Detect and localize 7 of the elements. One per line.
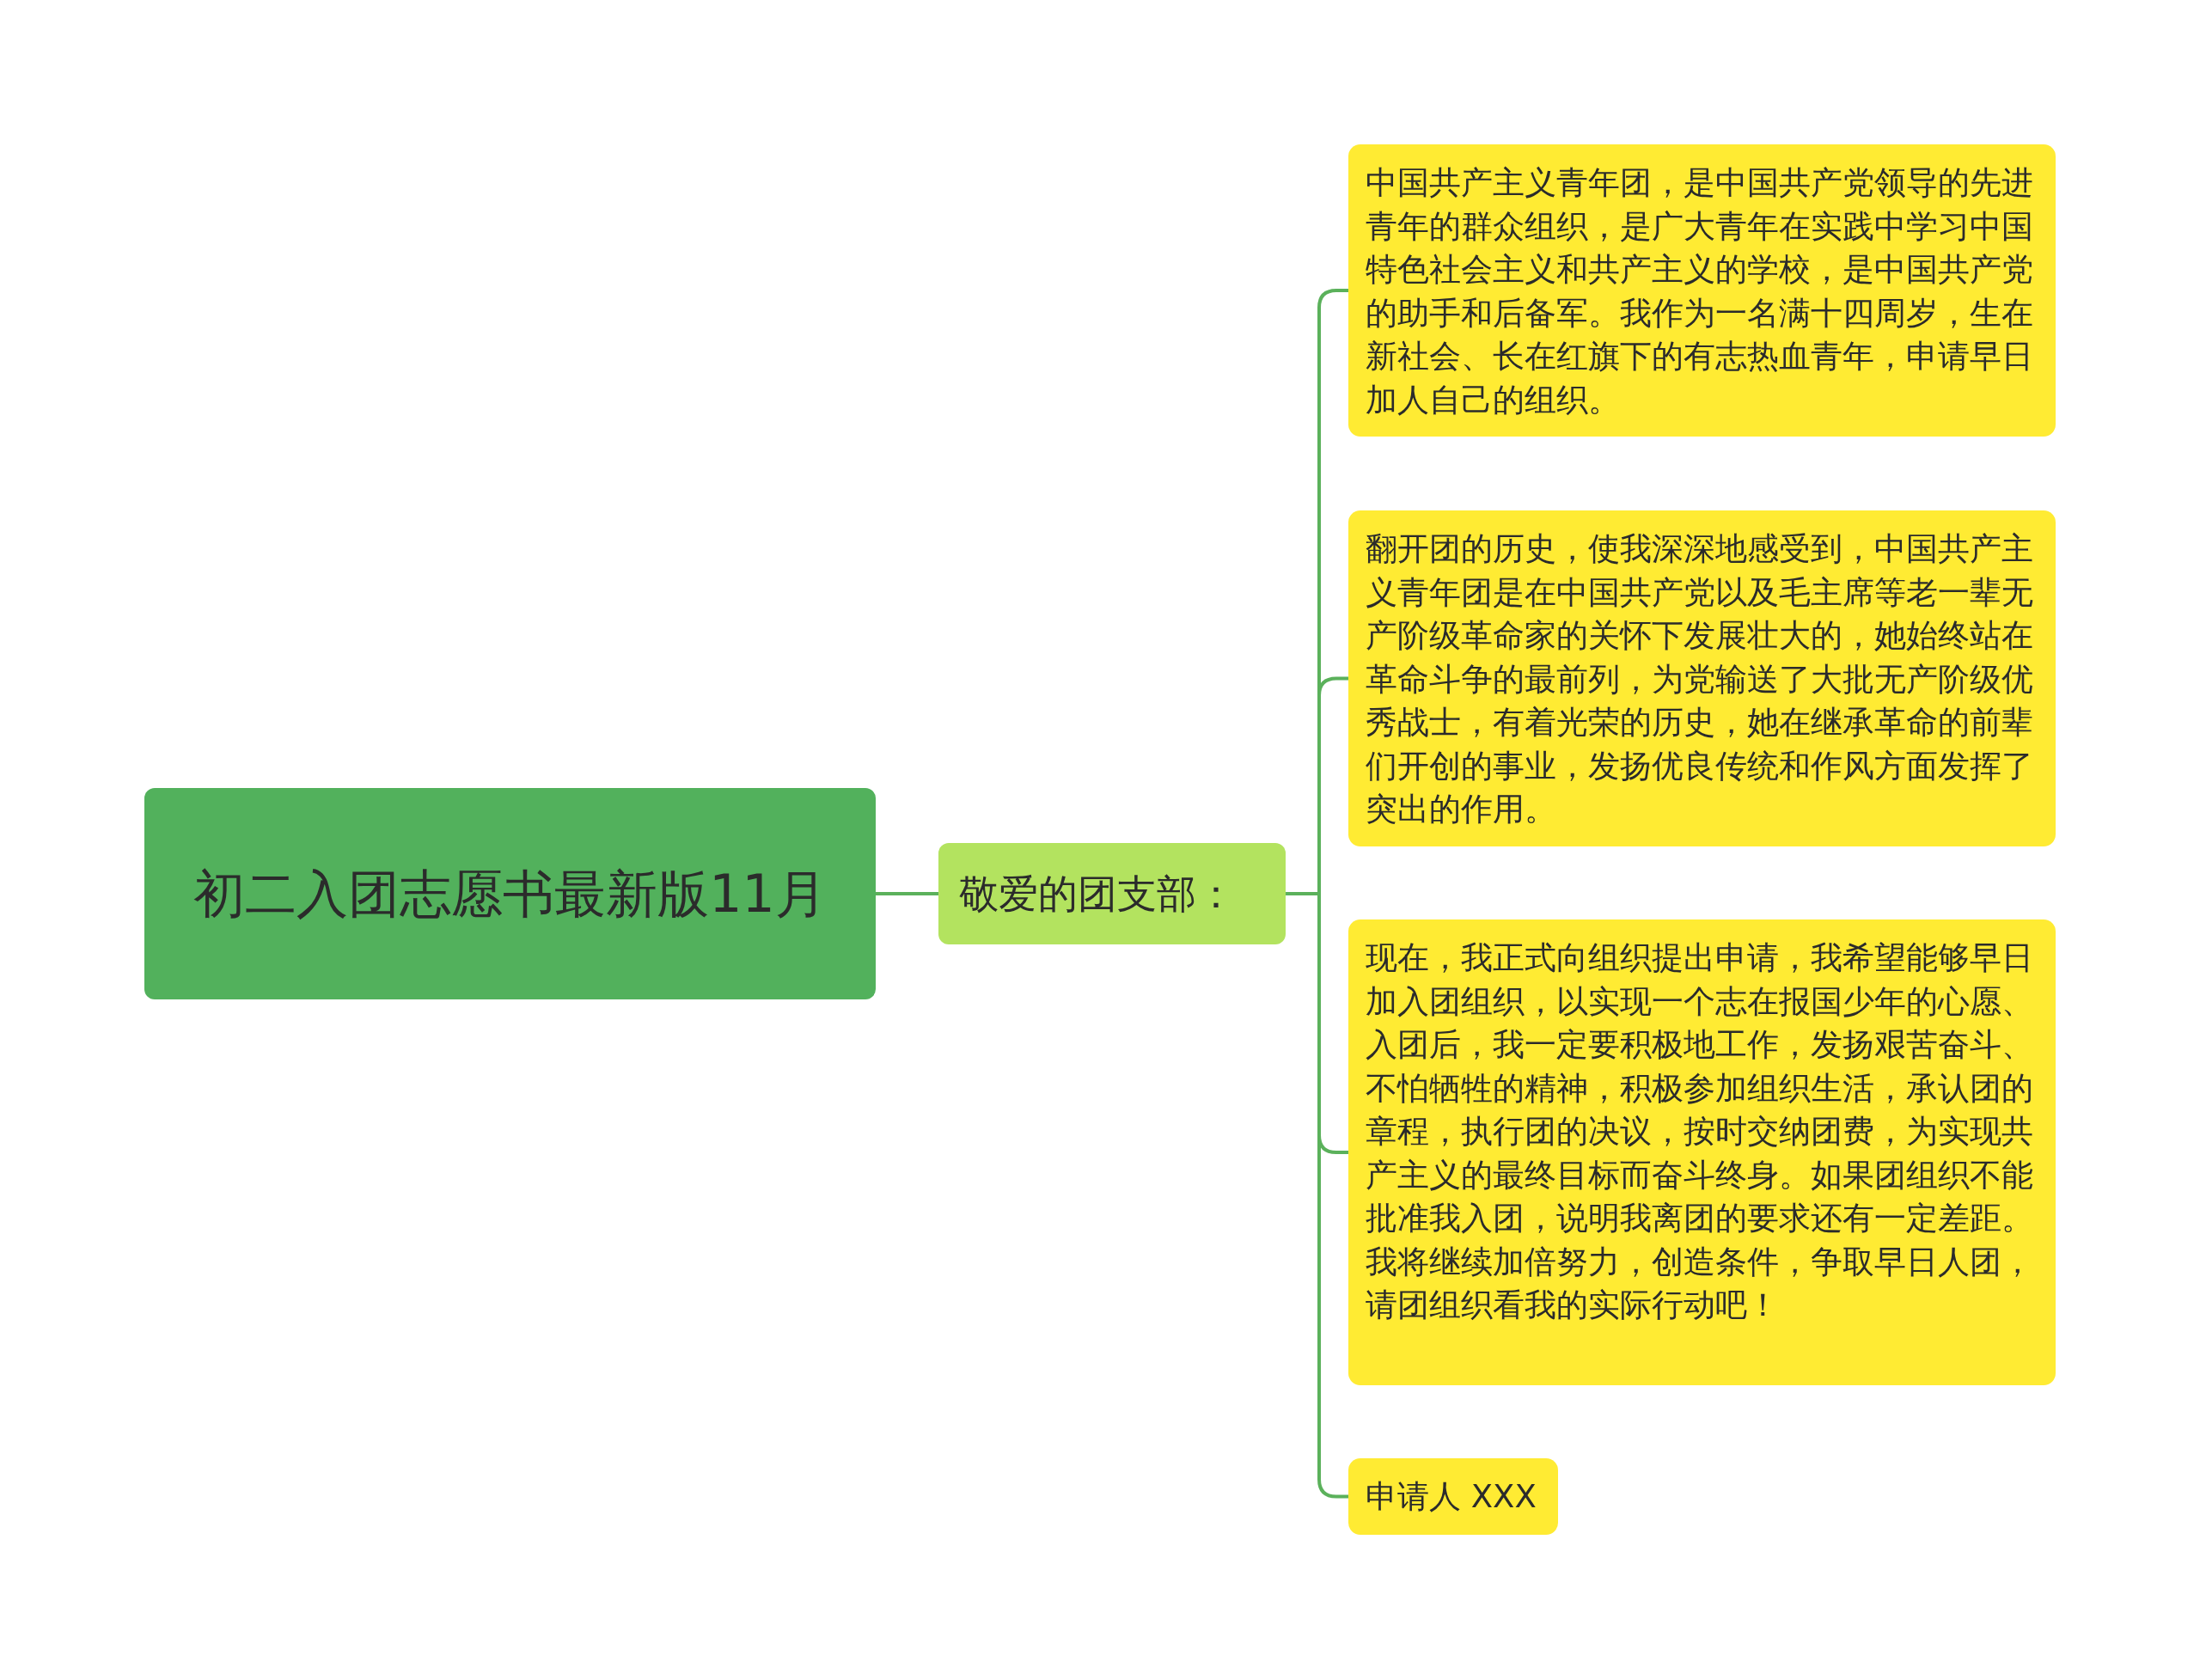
text-card: 现在，我正式向组织提出申请，我希望能够早日加入团组织，以实现一个志在报国少年的心愿、入团后，我一定要积极地工作，发扬艰苦奋斗、不怕牺牲的精神，积极参加组织生活，承认团的章程，执行团的决议，按时交纳团费，为实现共产主义的最终目标而奋斗终身。如果团组织不能批准我入团，说明我离团的要求还有一定差距。我将继续加倍努力，创造条件，争取早日人团，请团组织看我的实际行动吧！ xyxy=(1348,919,2056,1385)
text-card: 申请人 XXX xyxy=(1348,1458,1558,1535)
text-card: 中国共产主义青年团，是中国共产党领导的先进青年的群众组织，是广大青年在实践中学习中国特色社会主义和共产主义的学校，是中国共产党的助手和后备军。我作为一名满十四周岁，生在新社会、长在红旗下的有志热血青年，申请早日加人自己的组织。 xyxy=(1348,144,2056,437)
root-topic-box: 初二入团志愿书最新版11月 xyxy=(144,788,876,999)
connector-line xyxy=(876,892,938,895)
topic-box: 敬爱的团支部： xyxy=(938,843,1286,944)
text-card: 翻开团的历史，使我深深地感受到，中国共产主义青年团是在中国共产党以及毛主席等老一辈无产阶级革命家的关怀下发展壮大的，她始终站在革命斗争的最前列，为党输送了大批无产阶级优秀战士，有着光荣的历史，她在继承革命的前辈们开创的事业，发扬优良传统和作风方面发挥了突出的作用。 xyxy=(1348,510,2056,846)
